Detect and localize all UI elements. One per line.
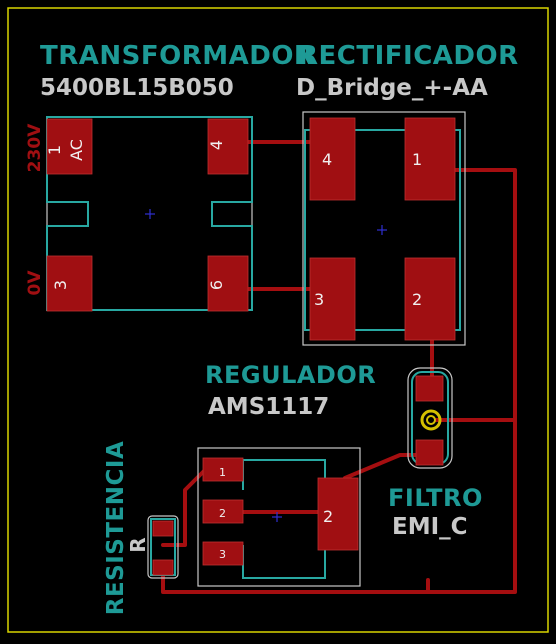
resistor-pad-1[interactable] [152,520,174,537]
resistor-title: RESISTENCIA [103,441,129,616]
transformer-value: 5400BL15B050 [40,75,234,101]
regulator-pad-tab-num: 2 [323,507,333,526]
regulator-pad-tab[interactable] [317,477,359,551]
rectifier-silk-outline [304,129,461,331]
regulator-pad-3[interactable] [202,541,244,566]
regulator-pad-2[interactable] [202,499,244,524]
filter-via [420,409,442,431]
regulator-silk-outline [242,459,326,579]
regulator-value: AMS1117 [208,394,329,420]
regulator-footprint[interactable]: 1 2 3 2 [197,447,361,587]
resistor-pad-2[interactable] [152,559,174,576]
rectifier-pad-2[interactable] [404,257,456,341]
trace-r1-filter [426,168,517,594]
rectifier-title: RECTIFICADOR [298,41,519,71]
rectifier-pad-1-num: 1 [412,150,422,169]
regulator-pad-1-num: 1 [219,466,226,479]
rectifier-courtyard [302,111,466,346]
transformer-voltage-top: 230V [25,123,45,172]
resistor-value: R [126,537,150,552]
rectifier-footprint[interactable]: 4 1 3 2 [302,111,466,346]
trace-filter-reg [343,453,430,480]
rectifier-pad-4[interactable] [309,117,356,201]
transformer-pad-6[interactable] [207,255,249,312]
transformer-pad-4-num: 4 [207,140,226,150]
rectifier-pad-4-num: 4 [322,150,332,169]
resistor-courtyard [147,515,179,579]
regulator-pad-3-num: 3 [219,548,226,561]
transformer-pad-3-num: 3 [51,280,70,290]
board-edge [7,7,549,633]
regulator-title: REGULADOR [205,361,376,389]
trace-res-gnd [161,566,430,594]
transformer-pad-6-num: 6 [207,280,226,290]
filter-footprint[interactable] [407,367,453,469]
transformer-pad-4[interactable] [207,118,249,175]
filter-value: EMI_C [392,514,468,540]
rectifier-pad-2-num: 2 [412,290,422,309]
filter-courtyard [407,367,453,469]
filter-title: FILTRO [388,484,483,512]
rectifier-pad-3-num: 3 [314,290,324,309]
transformer-pad-1-num: 1 [45,145,64,155]
regulator-pad-2-num: 2 [219,507,226,520]
filter-pad-2[interactable] [415,439,444,466]
regulator-pad-1[interactable] [202,457,244,482]
resistor-footprint[interactable] [147,515,179,579]
rectifier-pad-3[interactable] [309,257,356,341]
filter-pad-1[interactable] [415,375,444,402]
rectifier-pad-1[interactable] [404,117,456,201]
filter-via-hole [426,415,436,425]
transformer-footprint[interactable]: 1 AC 4 3 6 230V 0V [25,116,253,312]
regulator-courtyard [197,447,361,587]
transformer-title: TRANSFORMADOR [40,41,314,71]
transformer-silk-outline [46,116,253,311]
rectifier-value: D_Bridge_+-AA [296,75,488,101]
transformer-pad-3[interactable] [46,255,93,312]
transformer-pad-1[interactable] [46,118,93,175]
transformer-voltage-bottom: 0V [25,270,45,296]
transformer-pad-1-sub: AC [67,139,86,161]
